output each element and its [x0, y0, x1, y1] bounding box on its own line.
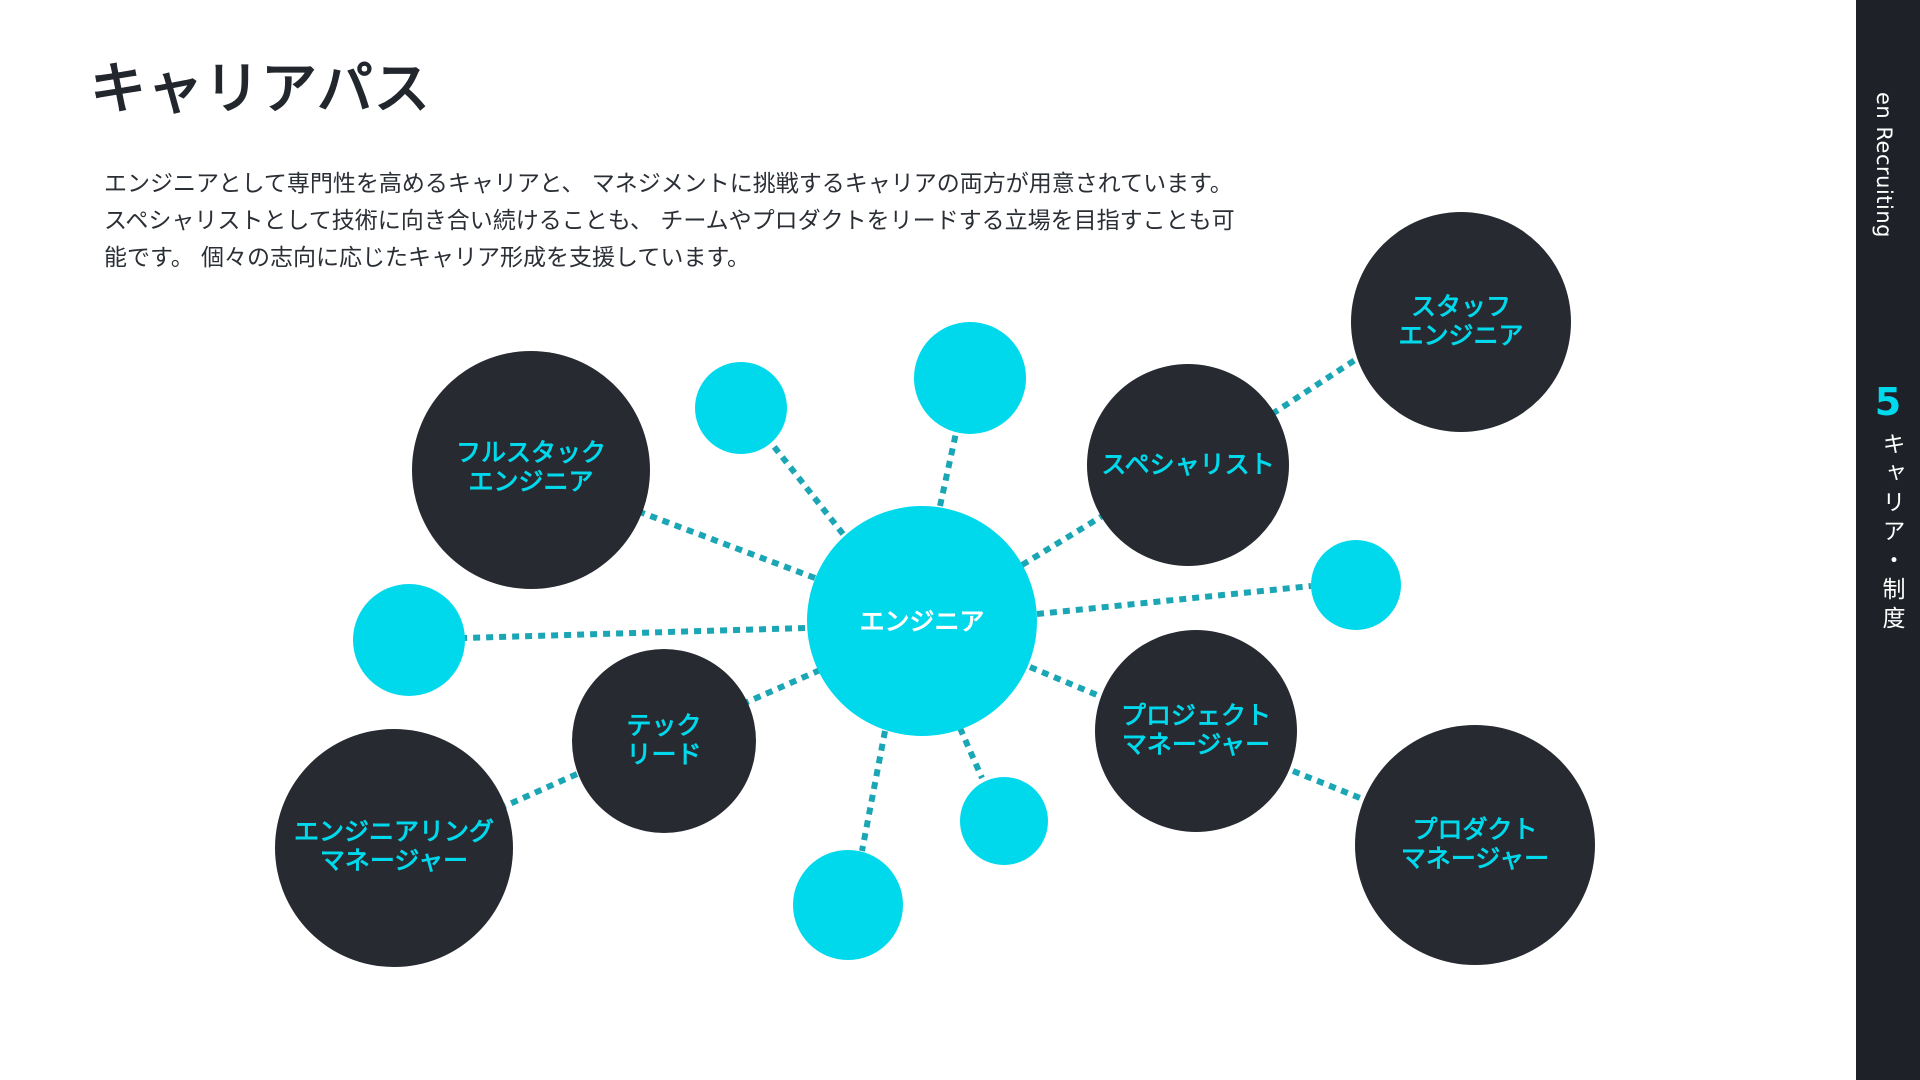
node-techlead-label-2: リード [626, 740, 701, 769]
role-circles [275, 212, 1595, 967]
node-staff-label-2: エンジニア [1398, 321, 1523, 350]
node-productmgr [1355, 725, 1595, 965]
node-fullstack [412, 351, 650, 589]
node-em-label-1: エンジニアリング [294, 817, 494, 846]
node-staff [1351, 212, 1571, 432]
page-title: キャリアパス [90, 57, 431, 122]
connector-specialist-staff [1270, 357, 1357, 417]
blank-node-right [1311, 540, 1401, 630]
intro-line-3: 能です。 個々の志向に応じたキャリア形成を支援しています。 [104, 245, 751, 271]
node-fullstack-label-1: フルスタック [456, 438, 606, 467]
brand-name: en Recruiting [1872, 92, 1896, 239]
sidebar: en Recruiting 5 キャリア・制度 [1856, 0, 1920, 1080]
node-em-label-2: マネージャー [320, 846, 468, 875]
connectors [463, 357, 1367, 852]
blank-node-bottom [793, 850, 903, 960]
node-projectmgr [1095, 630, 1297, 832]
node-productmgr-label-2: マネージャー [1401, 844, 1549, 873]
node-fullstack-label-2: エンジニア [468, 467, 593, 496]
node-projectmgr-label-2: マネージャー [1122, 730, 1270, 759]
labels: エンジニア フルスタック エンジニア スペシャリスト スタッフ エンジニア テッ… [294, 292, 1549, 875]
connector-center-blank-left [463, 625, 806, 641]
connector-center-specialist [1020, 512, 1106, 568]
connector-projectmgr-productmgr [1291, 768, 1367, 803]
node-em [275, 729, 513, 967]
blank-node-bottom-right [960, 777, 1048, 865]
accent-circles [353, 322, 1401, 960]
blank-node-left [353, 584, 465, 696]
node-projectmgr-label-1: プロジェクト [1121, 701, 1271, 730]
blank-node-top [914, 322, 1026, 434]
connector-center-blank-top-left [769, 442, 846, 536]
connector-center-techlead [743, 667, 822, 706]
center-node [807, 506, 1037, 736]
intro-line-1: エンジニアとして専門性を高めるキャリアと、 マネジメントに挑戦するキャリアの両方… [104, 171, 1233, 197]
section-number: 5 [1874, 380, 1902, 424]
intro-line-2: スペシャリストとして技術に向き合い続けることも、 チームやプロダクトをリードする… [104, 208, 1235, 234]
connector-center-projectmgr [1028, 664, 1099, 698]
connector-center-fullstack [638, 509, 817, 581]
connector-center-blank-bottom [859, 730, 888, 852]
node-staff-label-1: スタッフ [1411, 292, 1511, 321]
node-specialist-label: スペシャリスト [1101, 450, 1274, 479]
section-label: キャリア・制度 [1878, 432, 1904, 635]
node-specialist [1087, 364, 1289, 566]
connector-center-blank-top [937, 432, 959, 507]
career-path-diagram: エンジニア フルスタック エンジニア スペシャリスト スタッフ エンジニア テッ… [275, 212, 1595, 967]
connector-techlead-em [503, 771, 579, 809]
node-productmgr-label-1: プロダクト [1412, 815, 1537, 844]
center-node-label: エンジニア [859, 607, 984, 636]
node-techlead-label-1: テック [626, 711, 701, 740]
connector-center-blank-bottom-right [957, 726, 985, 780]
blank-node-top-left [695, 362, 787, 454]
intro-text: エンジニアとして専門性を高めるキャリアと、 マネジメントに挑戦するキャリアの両方… [104, 166, 1304, 277]
connector-center-blank-right [1036, 583, 1312, 617]
node-techlead [572, 649, 756, 833]
